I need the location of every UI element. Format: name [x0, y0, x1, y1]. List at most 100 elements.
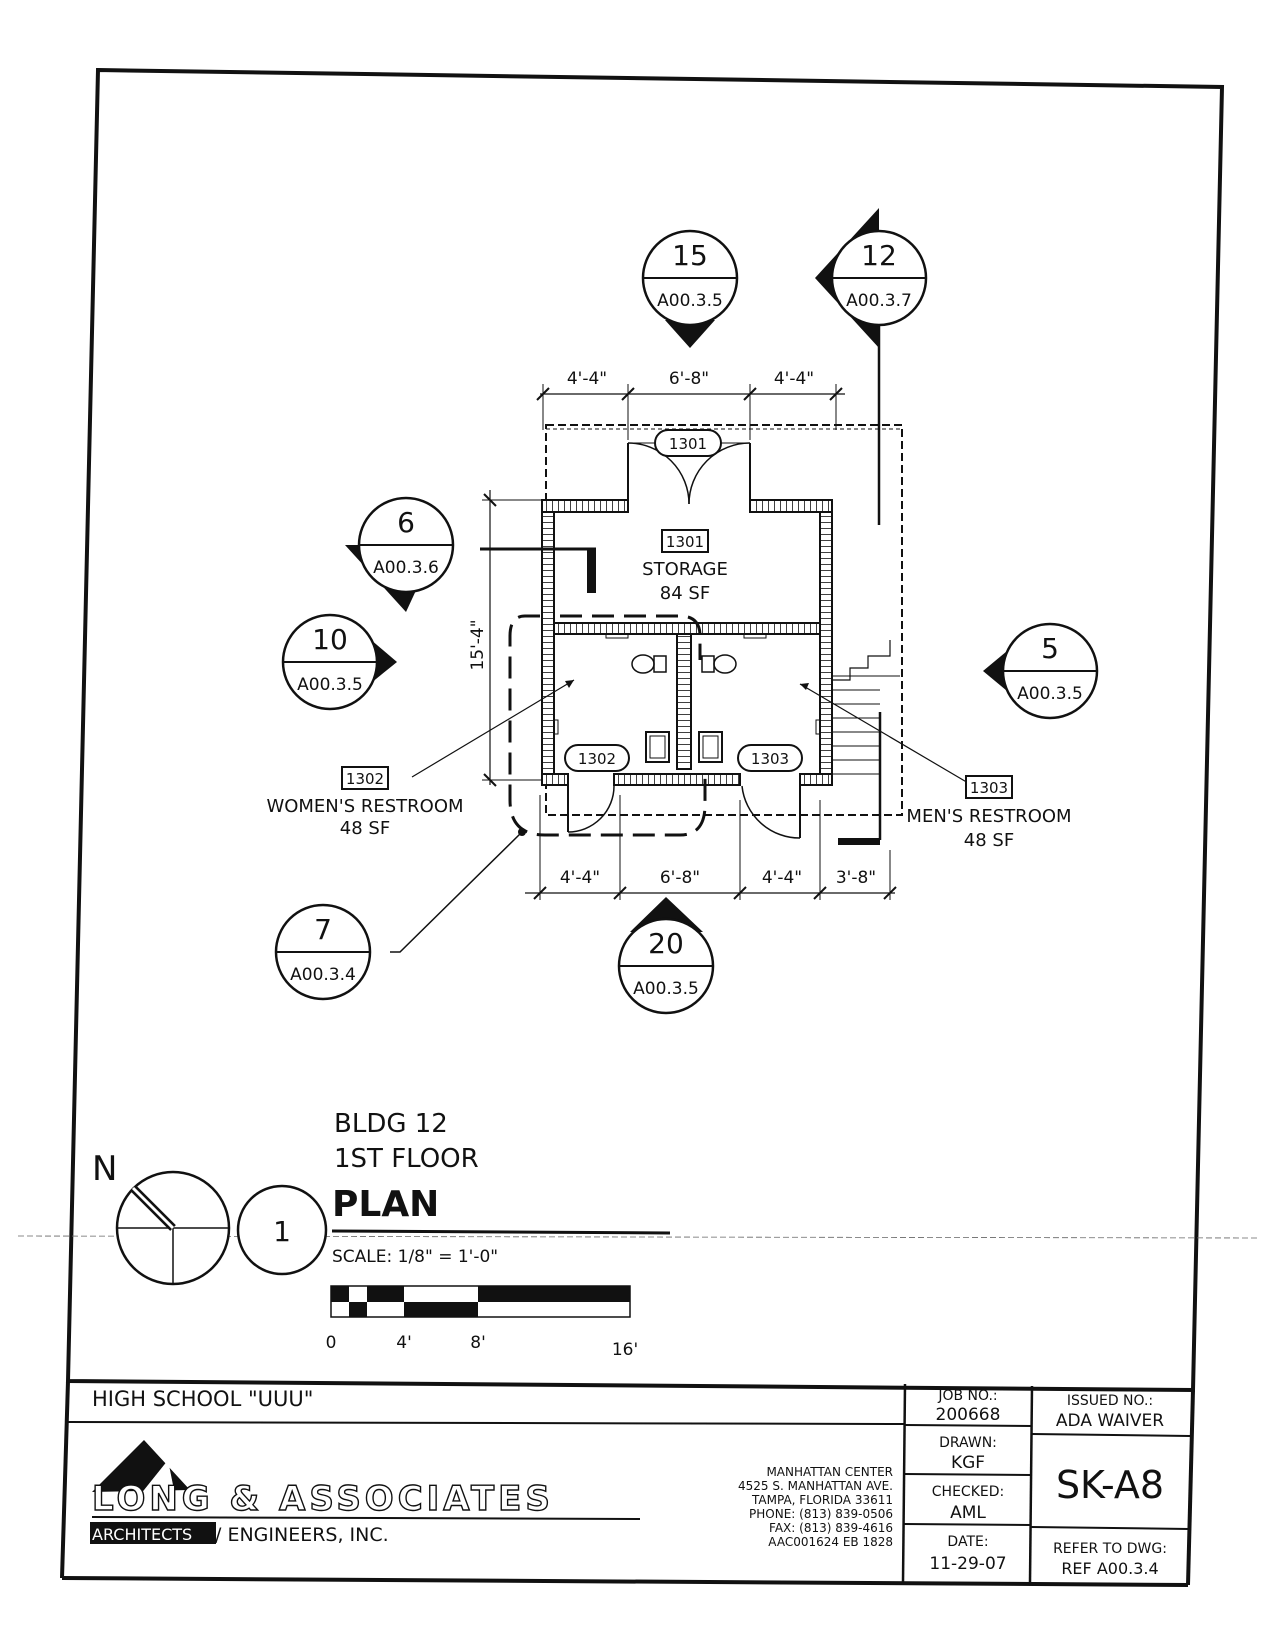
svg-text:15: 15	[672, 239, 708, 272]
date-value: 11-29-07	[929, 1554, 1006, 1574]
scale-tick-16: 16'	[612, 1340, 638, 1360]
job-value: 200668	[936, 1405, 1001, 1425]
title-line-3: PLAN	[332, 1184, 439, 1225]
dim-top-1: 4'-4"	[567, 369, 607, 389]
project-name: HIGH SCHOOL "UUU"	[92, 1387, 313, 1411]
refer-label: REFER TO DWG:	[1053, 1541, 1167, 1557]
door-tag-storage: 1301	[654, 429, 722, 457]
svg-text:1302: 1302	[578, 750, 616, 768]
dim-left: 15'-4"	[468, 619, 488, 670]
svg-text:5: 5	[1041, 632, 1059, 665]
room-women: 1302 WOMEN'S RESTROOM 48 SF	[266, 766, 464, 839]
refer-value: REF A00.3.4	[1061, 1559, 1158, 1578]
drawing-title: BLDG 12 1ST FLOOR PLAN 1	[236, 1109, 671, 1276]
north-arrow: N	[92, 1149, 231, 1286]
toilet-men	[701, 654, 737, 674]
svg-text:A00.3.5: A00.3.5	[657, 291, 723, 311]
svg-text:FAX: (813) 839-4616: FAX: (813) 839-4616	[769, 1521, 893, 1535]
wall-bottom-mid	[613, 773, 741, 786]
svg-text:1301: 1301	[669, 435, 707, 453]
job-label: JOB NO.:	[937, 1388, 997, 1404]
svg-text:A00.3.6: A00.3.6	[373, 558, 439, 578]
sheet-number: SK-A8	[1056, 1463, 1164, 1507]
room-number-men: 1303	[970, 779, 1008, 797]
svg-text:1303: 1303	[751, 750, 789, 768]
svg-text:PHONE: (813) 839-0506: PHONE: (813) 839-0506	[749, 1507, 893, 1521]
svg-text:4525 S. MANHATTAN AVE.: 4525 S. MANHATTAN AVE.	[738, 1479, 893, 1493]
dim-bottom-1: 4'-4"	[560, 868, 600, 888]
firm-sub-architects: ARCHITECTS	[92, 1525, 192, 1544]
room-name-women: WOMEN'S RESTROOM	[266, 796, 463, 817]
dim-bottom-2: 6'-8"	[660, 868, 700, 888]
room-number-storage: 1301	[666, 533, 704, 551]
door-tag-men: 1303	[737, 744, 803, 772]
room-men: 1303 MEN'S RESTROOM 48 SF	[906, 775, 1072, 851]
callout-10: 10 A00.3.5	[281, 613, 397, 711]
drawing-number-circle	[236, 1184, 328, 1276]
wall-top-right	[749, 499, 833, 513]
floor-plan	[390, 318, 976, 953]
callout-6: 6 A00.3.6	[345, 496, 455, 612]
svg-text:A00.3.5: A00.3.5	[633, 979, 699, 999]
callout-20: 20 A00.3.5	[617, 897, 715, 1015]
svg-text:7: 7	[314, 913, 332, 946]
scale-tick-4: 4'	[396, 1333, 412, 1353]
room-area-women: 48 SF	[340, 818, 390, 839]
title-block: HIGH SCHOOL "UUU" LONG & ASSOCIATES ARCH…	[67, 1383, 1191, 1583]
callout-5: 5 A00.3.5	[983, 622, 1099, 720]
svg-text:AAC001624 EB 1828: AAC001624 EB 1828	[768, 1535, 893, 1549]
svg-text:TAMPA, FLORIDA 33611: TAMPA, FLORIDA 33611	[751, 1493, 893, 1507]
svg-text:20: 20	[648, 927, 684, 960]
dimension-left: 15'-4"	[468, 490, 542, 787]
scale-tick-8: 8'	[470, 1333, 486, 1353]
svg-text:10: 10	[312, 623, 348, 656]
wall-top-left	[541, 499, 629, 513]
room-name-men: MEN'S RESTROOM	[906, 806, 1071, 827]
svg-text:A00.3.7: A00.3.7	[846, 291, 912, 311]
issued-value: ADA WAIVER	[1056, 1411, 1164, 1431]
svg-text:12: 12	[861, 239, 897, 272]
svg-text:A00.3.4: A00.3.4	[290, 965, 356, 985]
dim-bottom-4: 3'-8"	[836, 868, 876, 888]
svg-text:MANHATTAN CENTER: MANHATTAN CENTER	[766, 1465, 893, 1479]
stair	[832, 640, 900, 845]
room-area-storage: 84 SF	[660, 583, 710, 604]
firm-address: MANHATTAN CENTER 4525 S. MANHATTAN AVE. …	[738, 1465, 893, 1549]
callout-15: 15 A00.3.5	[641, 229, 739, 348]
wall-bottom-right	[799, 773, 833, 786]
sheet-border	[17, 67, 1259, 1587]
checked-label: CHECKED:	[932, 1484, 1004, 1500]
scale-label: SCALE: 1/8" = 1'-0"	[332, 1247, 498, 1267]
scale-tick-0: 0	[326, 1333, 337, 1353]
dimension-top: 4'-4" 6'-8" 4'-4"	[536, 369, 845, 440]
sink-men	[698, 731, 723, 763]
dim-bottom-3: 4'-4"	[762, 868, 802, 888]
graphic-scale: SCALE: 1/8" = 1'-0" 0 4' 8' 16'	[326, 1247, 639, 1360]
toilet-women	[631, 654, 667, 674]
firm-name: LONG & ASSOCIATES	[92, 1479, 554, 1519]
svg-text:6: 6	[397, 506, 415, 539]
wall-right	[819, 499, 833, 786]
issued-label: ISSUED NO.:	[1067, 1393, 1153, 1409]
door-tag-women: 1302	[564, 744, 630, 772]
drawing-number: 1	[273, 1215, 291, 1248]
wall-bottom-left	[541, 773, 569, 786]
callout-12: 12 A00.3.7	[815, 208, 928, 348]
date-label: DATE:	[947, 1534, 988, 1550]
firm-sub-engineers: / ENGINEERS, INC.	[215, 1524, 389, 1546]
title-line-1: BLDG 12	[334, 1109, 448, 1139]
wall-left	[541, 499, 555, 786]
firm-logo: LONG & ASSOCIATES ARCHITECTS / ENGINEERS…	[90, 1440, 641, 1546]
svg-text:N: N	[92, 1149, 117, 1189]
room-area-men: 48 SF	[964, 830, 1014, 851]
room-number-women: 1302	[346, 770, 384, 788]
wall-middle	[553, 622, 821, 635]
dimension-bottom: 4'-4" 6'-8" 4'-4" 3'-8"	[525, 795, 897, 900]
wall-partition	[676, 633, 692, 770]
callout-7: 7 A00.3.4	[274, 903, 372, 1001]
sink-women	[645, 731, 670, 763]
svg-text:A00.3.5: A00.3.5	[297, 675, 363, 695]
dim-top-3: 4'-4"	[774, 369, 814, 389]
drawn-label: DRAWN:	[939, 1435, 997, 1451]
